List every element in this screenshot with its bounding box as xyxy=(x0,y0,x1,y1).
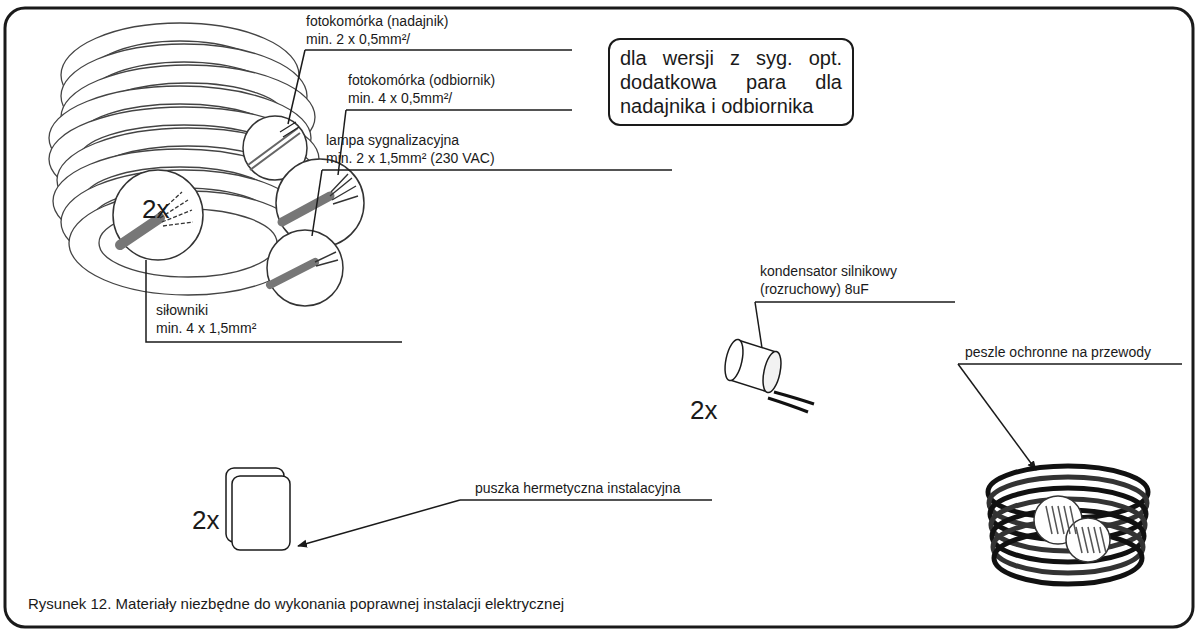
part-name: fotokomórka (odbiornik) xyxy=(348,72,495,88)
conduit-zoom xyxy=(1034,496,1110,562)
junction-box xyxy=(226,468,290,550)
part-name: siłowniki xyxy=(156,302,208,318)
figure-frame xyxy=(5,8,1193,627)
capacitor-symbol xyxy=(722,338,814,412)
wire-spec: min. 4 x 1,5mm² xyxy=(156,320,256,336)
part-name: peszle ochronne na przewody xyxy=(965,344,1151,360)
wire-spec: min. 2 x 0,5mm²/ xyxy=(306,31,410,47)
part-name: puszka hermetyczna instalacyjna xyxy=(475,480,680,496)
part-name: fotokomórka (nadajnik) xyxy=(306,13,448,29)
part-name: kondensator silnikowy xyxy=(760,263,897,279)
part-name: lampa sygnalizacyjna xyxy=(326,132,459,148)
quantity: 2x xyxy=(690,396,717,426)
wire-spec: min. 4 x 0,5mm²/ xyxy=(348,90,452,106)
note-text: dla wersji z syg. opt. dodatkowa para dl… xyxy=(620,46,842,118)
conduit-coil xyxy=(988,466,1148,584)
figure-caption: Rysunek 12. Materiały niezbędne do wykon… xyxy=(28,595,564,612)
part-spec: (rozruchowy) 8uF xyxy=(760,281,869,297)
quantity: 2x xyxy=(192,506,219,536)
quantity: 2x xyxy=(142,195,169,225)
note-box: dla wersji z syg. opt. dodatkowa para dl… xyxy=(608,38,854,126)
wire-spec: min. 2 x 1,5mm² (230 VAC) xyxy=(326,150,495,166)
